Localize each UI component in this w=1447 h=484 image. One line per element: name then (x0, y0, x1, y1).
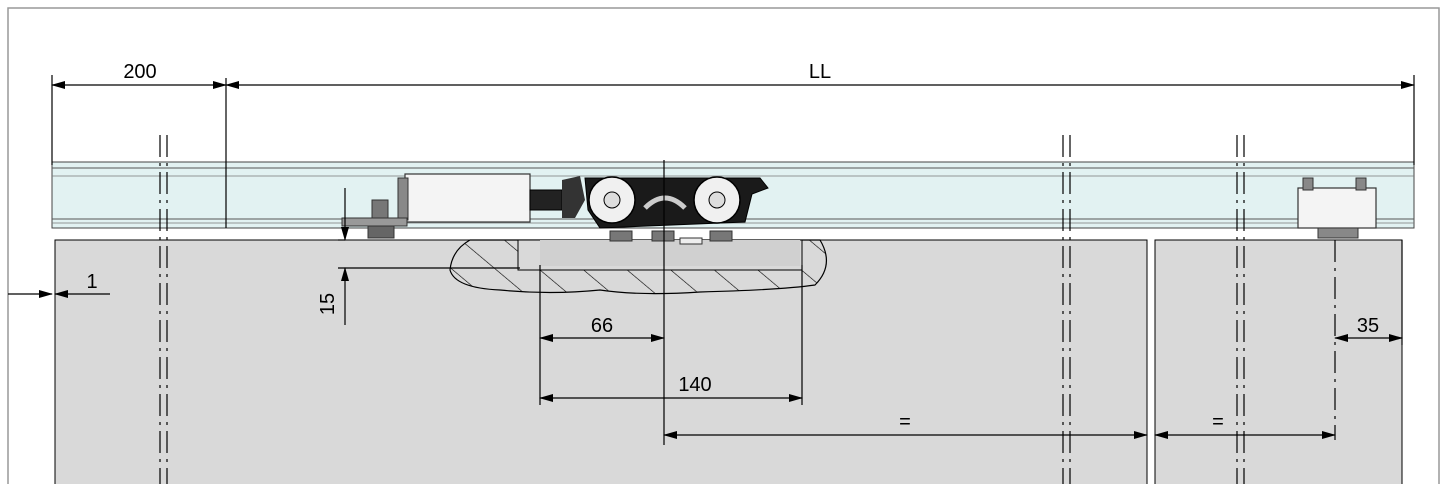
soft-close-damper (341, 173, 585, 239)
dimension-35: 35 (1334, 240, 1403, 345)
dimension-140-label: 140 (678, 374, 711, 396)
dimension-ll-label: LL (809, 61, 831, 83)
dimension-66: 66 (539, 265, 665, 405)
dimension-equal-left: = (663, 411, 1148, 439)
dimension-equal-right-label: = (1212, 411, 1224, 433)
center-axes (159, 135, 1336, 484)
dimension-equal-right: = (1154, 411, 1336, 439)
dimension-200: 200 (51, 61, 227, 228)
drawing-frame (7, 7, 1440, 484)
dimension-1: 1 (8, 271, 110, 298)
dimension-ll: LL (225, 61, 1415, 165)
dimension-15: 15 (317, 188, 520, 325)
roller-carriage (584, 176, 769, 245)
dimension-200-label: 200 (123, 61, 156, 83)
door-panel-right (1154, 239, 1403, 484)
dimension-140: 140 (539, 265, 803, 405)
glass-clamp-section (449, 239, 827, 295)
end-stopper (1297, 177, 1377, 239)
dimension-1-label: 1 (86, 271, 97, 293)
dimension-15-label: 15 (317, 293, 339, 315)
dimension-35-label: 35 (1357, 315, 1379, 337)
dimension-66-label: 66 (591, 315, 613, 337)
dimension-equal-left-label: = (899, 411, 911, 433)
